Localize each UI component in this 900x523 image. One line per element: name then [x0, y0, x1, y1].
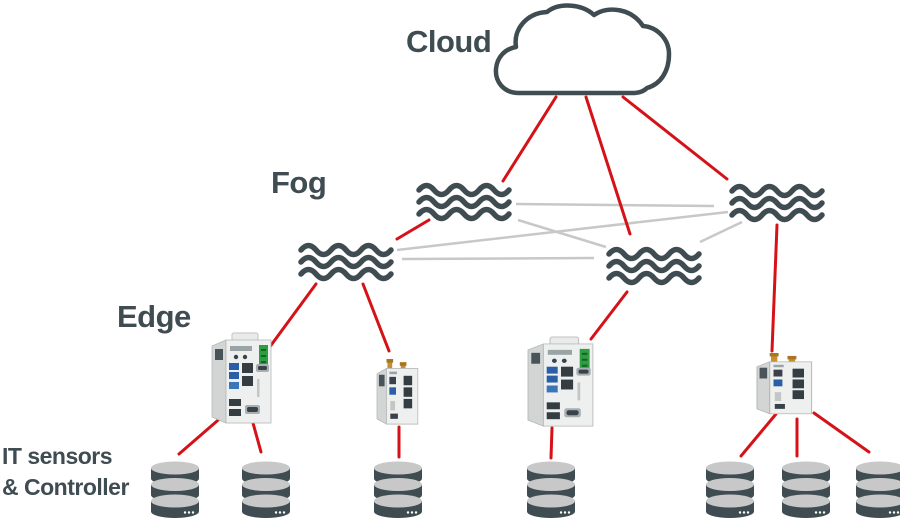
link-device3-db4 [549, 426, 554, 460]
link-fog2-fog3 [401, 256, 595, 261]
fog-node-4-icon [732, 187, 822, 220]
database-icon-3 [374, 461, 422, 519]
link-cloud-fog3 [584, 95, 632, 236]
fog-layer-label: Fog [271, 165, 327, 200]
edge-device-3-box-pc [527, 336, 594, 427]
link-device4-db7 [812, 411, 871, 454]
edge-layer-label: Edge [117, 299, 191, 334]
red-connection-lines [177, 95, 871, 460]
fog-node-3-icon [609, 250, 699, 283]
link-fog1-fog2 [395, 218, 431, 241]
it-sensors-label-line1: IT sensors [2, 443, 113, 469]
database-icon-2 [242, 461, 290, 519]
database-icon-4 [527, 461, 575, 519]
link-fog2-fog4 [396, 210, 729, 252]
edge-device-2-router [376, 358, 419, 425]
database-icon-5 [706, 461, 754, 519]
link-fog1-fog3 [517, 218, 607, 249]
link-fog1-fog4 [515, 202, 715, 208]
cloud-icon [493, 3, 672, 96]
it-sensors-label-line2: & Controller [2, 474, 129, 500]
link-fog4-device4 [770, 223, 779, 353]
database-icon-6 [782, 461, 830, 519]
database-icon-1 [151, 461, 199, 519]
link-fog3-device3 [589, 290, 629, 341]
link-fog2-device2 [361, 282, 391, 353]
link-fog3-fog4 [699, 220, 743, 244]
fog-node-1-icon [419, 186, 509, 219]
cloud-layer-label: Cloud [406, 24, 492, 59]
link-fog2-device1 [267, 282, 318, 350]
edge-device-1-box-pc [211, 332, 272, 424]
link-device1-db1 [177, 413, 226, 456]
link-device4-db5 [739, 412, 778, 458]
it-sensors-controller-label: IT sensors & Controller [2, 441, 129, 503]
database-icon-7 [856, 461, 900, 519]
link-cloud-fog1 [501, 95, 558, 183]
link-device1-db2 [251, 421, 263, 454]
edge-device-4-router [756, 352, 813, 415]
gray-connection-lines [396, 202, 743, 261]
link-cloud-fog4 [621, 95, 729, 181]
fog-node-2-icon [301, 246, 391, 279]
